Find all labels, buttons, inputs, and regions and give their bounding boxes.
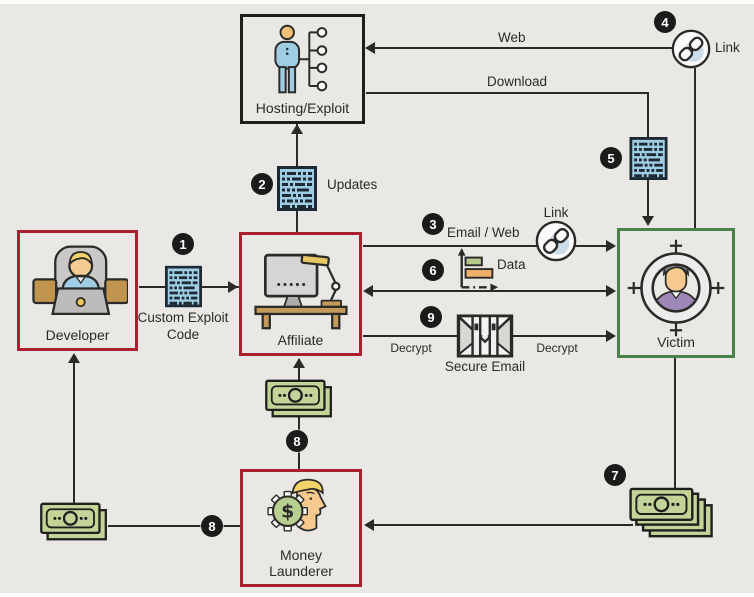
label-decrypt-right: Decrypt <box>536 341 578 355</box>
edge-secure-email-arrowhead <box>606 330 616 342</box>
edge-ransom-to-launderer-line <box>366 524 633 526</box>
edge-web-line <box>367 47 673 49</box>
step-5-badge: 5 <box>600 147 622 169</box>
edge-ransom-to-launderer-arrowhead <box>364 519 374 531</box>
edge-launderer-to-developer-line-v <box>73 356 75 506</box>
step-1-badge: 1 <box>172 233 194 255</box>
edge-link-to-victim-line <box>694 68 696 229</box>
node-affiliate: Affiliate <box>239 232 362 356</box>
link-icon-middle <box>535 220 577 262</box>
node-hosting-exploit-label: Hosting/Exploit <box>255 99 350 116</box>
step-6-badge: 6 <box>422 259 444 281</box>
step-4-badge: 4 <box>654 11 676 33</box>
updates-code-icon <box>277 166 317 211</box>
step-8-badge-developer: 8 <box>201 515 223 537</box>
edge-email-web-arrowhead <box>606 240 616 252</box>
label-data: Data <box>497 257 526 272</box>
money-icon-developer <box>38 502 110 542</box>
money-stack-icon-ransom <box>628 487 718 541</box>
download-payload-code-icon <box>629 137 668 180</box>
step-9-badge: 9 <box>420 306 442 328</box>
edge-launderer-to-affiliate-arrowhead <box>293 358 305 368</box>
edge-victim-ransom-line <box>674 358 676 491</box>
label-link-top: Link <box>715 40 740 55</box>
label-custom-exploit-code: Custom Exploit Code <box>137 310 229 342</box>
node-victim: Victim <box>617 228 735 358</box>
step-8-badge-affiliate: 8 <box>286 430 308 452</box>
custom-exploit-code-icon <box>165 264 202 309</box>
label-web: Web <box>498 30 526 45</box>
node-developer: Developer <box>17 230 138 351</box>
developer-at-laptop-icon <box>28 241 128 325</box>
label-link-middle: Link <box>543 205 569 220</box>
node-developer-label: Developer <box>45 326 110 343</box>
edge-email-web-line <box>363 245 609 247</box>
edge-launderer-to-developer-arrowhead <box>68 353 80 363</box>
label-updates: Updates <box>327 177 378 192</box>
data-chart-icon <box>455 247 501 295</box>
money-icon-affiliate <box>263 379 335 419</box>
node-money-launderer-label: Money Launderer <box>269 546 333 579</box>
node-affiliate-label: Affiliate <box>277 331 324 348</box>
label-download: Download <box>487 74 548 89</box>
step-3-badge: 3 <box>422 213 444 235</box>
secure-email-icon <box>456 314 514 358</box>
node-hosting-exploit: Hosting/Exploit <box>240 14 365 124</box>
node-victim-label: Victim <box>657 333 695 350</box>
edge-download-line-h <box>366 92 649 94</box>
edge-launderer-to-developer-line-h <box>108 525 242 527</box>
link-icon-top <box>671 29 711 69</box>
edge-download-arrowhead <box>642 216 654 226</box>
edge-data-arrowhead-right <box>606 285 616 297</box>
edge-updates-arrowhead <box>291 124 303 134</box>
step-7-badge: 7 <box>604 464 626 486</box>
node-money-launderer: Money Launderer <box>240 469 362 587</box>
affiliate-workstation-icon <box>251 248 351 330</box>
edge-data-line <box>370 290 608 292</box>
step-2-badge: 2 <box>251 173 273 195</box>
label-decrypt-left: Decrypt <box>390 341 432 355</box>
edge-exploit-code-arrowhead <box>228 281 238 293</box>
edge-web-arrowhead <box>365 42 375 54</box>
label-email-web: Email / Web <box>447 225 520 240</box>
victim-target-icon <box>625 238 727 338</box>
hosting-person-network-icon <box>262 22 344 98</box>
label-secure-email: Secure Email <box>444 359 526 374</box>
money-launderer-icon <box>257 472 345 545</box>
edge-data-arrowhead-left <box>363 285 373 297</box>
